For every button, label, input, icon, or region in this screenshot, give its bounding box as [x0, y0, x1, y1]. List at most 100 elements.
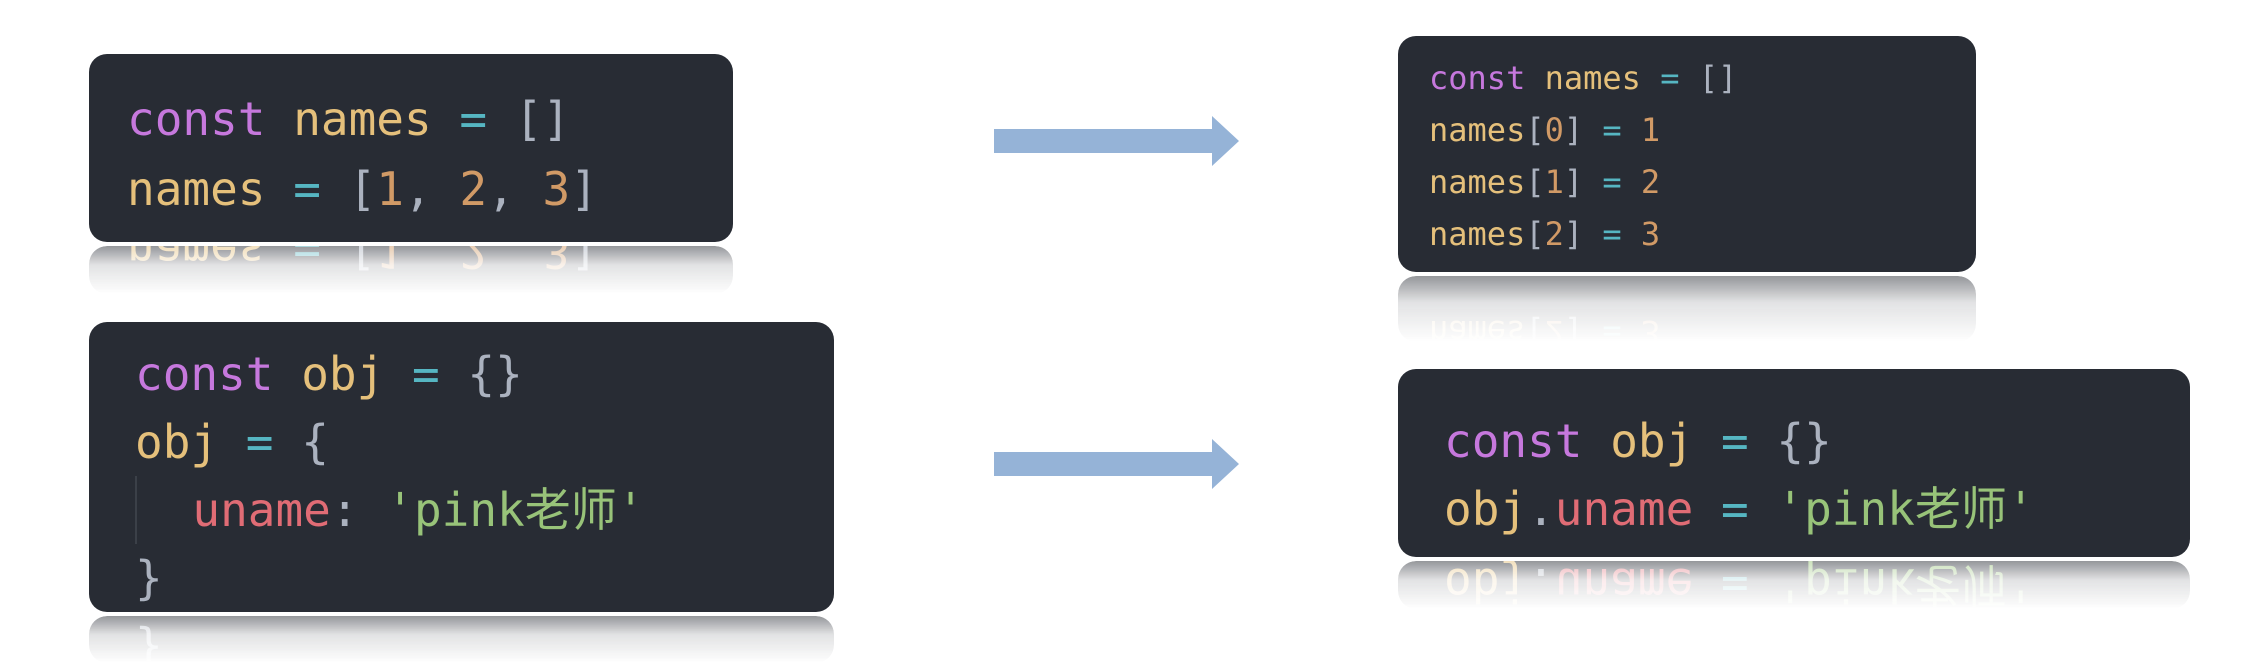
operator-token: = — [1720, 561, 1749, 609]
code-line: names = [1, 2, 3] — [127, 154, 733, 224]
punctuation-token: } — [135, 622, 163, 663]
variable-token: names — [1429, 111, 1526, 149]
number-token: 0 — [1544, 111, 1564, 149]
number-token: 2 — [1544, 313, 1564, 342]
string-token: 'pink老师' — [1776, 561, 2035, 609]
code-card-object-literal: const obj = {}obj = { uname: 'pink老师'} — [89, 322, 834, 612]
punctuation-token: {} — [1776, 414, 1832, 468]
number-token: 1 — [376, 246, 404, 278]
keyword-token: const — [127, 92, 266, 146]
operator-token: = — [1720, 482, 1749, 536]
operator-token: = — [293, 162, 321, 216]
number-token: 2 — [1544, 215, 1564, 253]
punctuation-token: [ — [1525, 111, 1545, 149]
punctuation-token: [ — [1525, 313, 1545, 342]
code-card-reflection: names[2] = 3 — [1398, 276, 1976, 342]
variable-token: names — [1544, 59, 1641, 97]
code-line: names[0] = 1 — [1429, 104, 1976, 156]
number-token: 2 — [1640, 163, 1661, 201]
operator-token: = — [245, 415, 274, 469]
property-token: uname — [192, 483, 331, 537]
punctuation-token: ] — [570, 246, 598, 278]
variable-token: names — [127, 162, 266, 216]
punctuation-token: ] — [570, 162, 598, 216]
code-line: names[1] = 2 — [1429, 156, 1976, 208]
string-token: 'pink老师' — [1776, 482, 2035, 536]
code-line: const names = [] — [1429, 52, 1976, 104]
code-line-reflection: obj.uname = 'pink老师' — [1444, 561, 2035, 609]
code-line: uname: 'pink老师' — [135, 476, 834, 544]
punctuation-token: {} — [467, 347, 523, 401]
punctuation-token: [] — [514, 92, 571, 146]
code-card-object-property: const obj = {}obj.uname = 'pink老师' — [1398, 369, 2190, 557]
code-line: const obj = {} — [135, 340, 834, 408]
variable-token: obj — [1444, 482, 1528, 536]
operator-token: = — [1602, 163, 1622, 201]
code-card-array-literal: const names = []names = [1, 2, 3] — [89, 54, 733, 242]
code-line-reflection: } — [135, 616, 163, 663]
operator-token: = — [1660, 59, 1680, 97]
variable-token: names — [1429, 163, 1526, 201]
punctuation-token: ] — [1563, 215, 1584, 253]
punctuation-token: , — [404, 162, 432, 216]
code-line: obj.uname = 'pink老师' — [1444, 475, 2190, 543]
operator-token: = — [459, 92, 488, 146]
right-arrow-icon — [994, 116, 1239, 166]
number-token: 2 — [459, 246, 488, 278]
punctuation-token: [ — [1525, 163, 1545, 201]
punctuation-token: . — [1527, 561, 1555, 609]
code-line: names[2] = 3 — [1429, 208, 1976, 260]
variable-token: obj — [135, 415, 219, 469]
punctuation-token: ] — [1563, 163, 1584, 201]
indent-guide — [135, 476, 192, 544]
number-token: 3 — [1640, 215, 1661, 253]
operator-token: = — [411, 347, 440, 401]
operator-token: = — [1602, 313, 1622, 342]
punctuation-token: . — [1527, 482, 1555, 536]
code-card-reflection: obj.uname = 'pink老师' — [1398, 561, 2190, 609]
number-token: 3 — [1640, 313, 1661, 342]
operator-token: = — [293, 246, 321, 278]
keyword-token: const — [1444, 414, 1583, 468]
right-arrow-icon — [994, 439, 1239, 489]
keyword-token: const — [1429, 59, 1526, 97]
punctuation-token: [] — [1698, 59, 1738, 97]
punctuation-token: [ — [1525, 215, 1545, 253]
number-token: 1 — [376, 162, 404, 216]
punctuation-token: , — [487, 246, 515, 278]
number-token: 3 — [542, 162, 571, 216]
punctuation-token: ] — [1563, 313, 1584, 342]
variable-token: obj — [1610, 414, 1694, 468]
variable-token: names — [1429, 313, 1526, 342]
number-token: 1 — [1640, 111, 1661, 149]
property-token: uname — [1554, 482, 1694, 536]
code-card-reflection: names = [1, 2, 3] — [89, 246, 733, 294]
punctuation-token: [ — [348, 246, 377, 278]
punctuation-token: ] — [1563, 111, 1584, 149]
punctuation-token: { — [301, 415, 329, 469]
property-token: uname — [1554, 561, 1694, 609]
code-line: obj = { — [135, 408, 834, 476]
number-token: 2 — [459, 162, 488, 216]
operator-token: = — [1602, 215, 1622, 253]
punctuation-token: } — [135, 551, 163, 605]
keyword-token: const — [135, 347, 274, 401]
punctuation-token: [ — [348, 162, 377, 216]
variable-token: names — [1429, 215, 1526, 253]
code-line-reflection: names[2] = 3 — [1429, 306, 1660, 342]
variable-token: obj — [301, 347, 385, 401]
code-line: const obj = {} — [1444, 407, 2190, 475]
string-token: 'pink老师' — [386, 483, 645, 537]
variable-token: obj — [1444, 561, 1528, 609]
number-token: 1 — [1544, 163, 1564, 201]
code-line: } — [135, 544, 834, 612]
variable-token: names — [127, 246, 266, 278]
operator-token: = — [1602, 111, 1622, 149]
operator-token: = — [1720, 414, 1749, 468]
code-line: const names = [] — [127, 84, 733, 154]
code-line-reflection: names = [1, 2, 3] — [127, 246, 598, 286]
punctuation-token: , — [487, 162, 515, 216]
punctuation-token: , — [404, 246, 432, 278]
number-token: 3 — [542, 246, 571, 278]
